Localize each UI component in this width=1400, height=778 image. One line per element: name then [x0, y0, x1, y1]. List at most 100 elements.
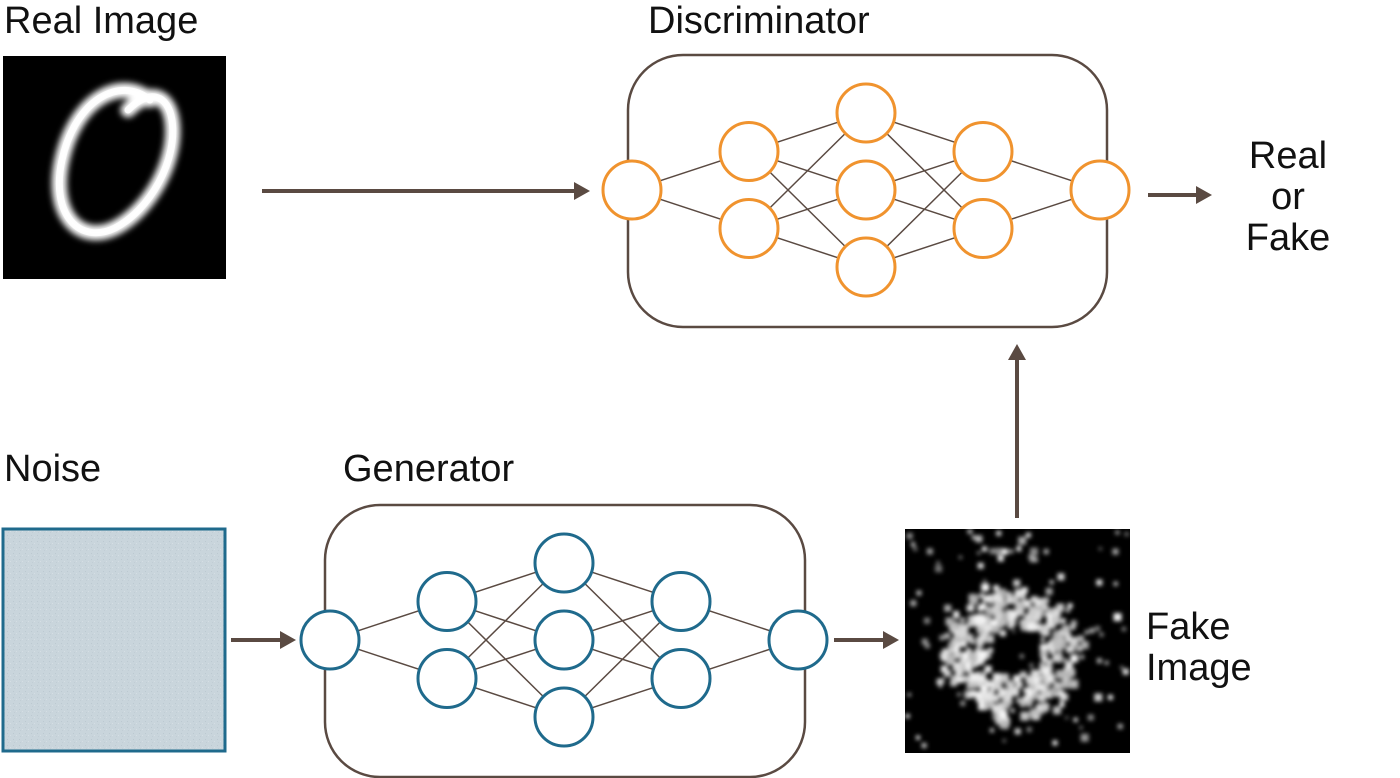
arrow-noise-to-generator	[231, 631, 296, 649]
fake-image-speckle	[1002, 739, 1006, 743]
fake-image-speckle	[1044, 666, 1050, 672]
fake-image-speckle	[1051, 687, 1056, 692]
fake-image-speckle	[1052, 630, 1059, 637]
fake-image-speckle	[1051, 615, 1061, 625]
fake-image-speckle	[1066, 646, 1073, 653]
fake-image-speckle	[1053, 682, 1062, 691]
fake-image-speckle	[1045, 587, 1053, 595]
fake-image-speckle	[1070, 654, 1079, 663]
fake-image-speckle	[999, 630, 1006, 637]
fake-image-speckle	[1033, 558, 1038, 563]
fake-image-speckle	[977, 551, 981, 555]
fake-image-speckle	[941, 654, 949, 662]
fake-image-speckle	[938, 684, 942, 688]
fake-image-speckle	[942, 648, 951, 657]
fake-image-speckle	[999, 618, 1007, 626]
fake-image-speckle	[985, 679, 990, 684]
fake-image-speckle	[967, 604, 975, 612]
fake-image-speckle	[1026, 622, 1036, 632]
fake-image-speckle	[939, 635, 945, 641]
fake-image-speckle	[1122, 668, 1129, 675]
fake-image-speckle	[1096, 579, 1103, 586]
fake-image-speckle	[1015, 680, 1023, 688]
fake-image-speckle	[1107, 694, 1113, 700]
fake-image-speckle	[1098, 547, 1102, 551]
fake-image-speckle	[1044, 605, 1049, 610]
generator-edge	[584, 621, 661, 698]
fake-image-speckle	[1034, 601, 1039, 606]
fake-image-speckle	[951, 644, 960, 653]
fake-image-speckle	[985, 635, 994, 644]
discriminator-node-l2-n1	[835, 159, 897, 221]
fake-image-speckle	[980, 690, 989, 699]
fake-image-speckle	[1022, 688, 1027, 693]
fake-image-speckle	[1025, 691, 1033, 699]
output-label-or: or	[1271, 176, 1305, 218]
fake-image-speckle	[965, 633, 974, 642]
zero-stroke-core	[55, 86, 177, 237]
generator-edge	[474, 571, 537, 594]
fake-image-speckle	[1002, 695, 1009, 702]
fake-image-speckle	[1084, 630, 1089, 635]
fake-image-speckle	[977, 692, 983, 698]
fake-image-speckle	[1029, 684, 1033, 688]
fake-image-speckle	[946, 655, 955, 664]
fake-image-speckle	[995, 547, 1003, 555]
fake-image-speckle	[1096, 658, 1102, 664]
fake-image-speckle	[982, 546, 988, 552]
fake-image-speckle	[1065, 637, 1070, 642]
fake-image-speckle	[992, 714, 999, 721]
fake-image-speckle	[1055, 669, 1065, 679]
fake-image-speckle	[993, 585, 1000, 592]
generator-node-l0-n0	[299, 609, 361, 671]
fake-image-speckle	[967, 651, 976, 660]
fake-image-speckle	[1016, 546, 1022, 552]
fake-image-speckle	[966, 647, 972, 653]
fake-image-speckle	[949, 645, 956, 652]
fake-image-speckle	[1080, 733, 1089, 742]
fake-image-speckle	[1025, 696, 1033, 704]
fake-image-speckle	[994, 607, 1003, 616]
fake-image-speckle	[1039, 644, 1047, 652]
fake-image-speckle	[979, 603, 986, 610]
fake-image-speckle	[1054, 681, 1060, 687]
fake-image-speckle	[1020, 711, 1030, 721]
fake-image-speckle	[1120, 665, 1124, 669]
fake-image-speckle	[977, 651, 987, 661]
fake-image-speckle	[907, 693, 911, 697]
fake-image-speckle	[1067, 603, 1073, 609]
discriminator-node-l3-n0	[952, 121, 1014, 182]
generator-node-l2-n0	[533, 532, 595, 594]
real-image-label: Real Image	[4, 0, 199, 42]
fake-image-speckle	[999, 710, 1008, 719]
generator-edge	[708, 648, 771, 671]
fake-image-speckle	[1039, 683, 1047, 691]
fake-image-speckle	[1066, 608, 1071, 613]
fake-image-speckle	[958, 555, 962, 559]
fake-image-speckle	[979, 629, 985, 635]
discriminator-edge	[769, 132, 846, 209]
generator-node-l4-n0	[767, 609, 829, 671]
fake-image-speckle	[955, 651, 962, 658]
fake-image-speckle	[960, 700, 966, 706]
fake-image-speckle	[973, 614, 983, 624]
fake-image-speckle	[1052, 607, 1061, 616]
generator-edge	[357, 648, 420, 671]
fake-image-speckle	[1059, 702, 1065, 708]
fake-image-speckle	[1094, 693, 1103, 702]
fake-image-speckle	[1044, 611, 1050, 617]
fake-image-speckle	[1065, 716, 1069, 720]
generator-node-l2-n1	[533, 609, 595, 671]
fake-image-speckle	[964, 690, 973, 699]
fake-image-speckle	[953, 611, 960, 618]
fake-image-speckle	[1040, 668, 1049, 677]
fake-image-speckle	[947, 642, 954, 649]
fake-image-speckle	[1057, 573, 1065, 581]
fake-image-speckle	[935, 565, 943, 573]
fake-image-speckle	[1053, 636, 1062, 645]
fake-image-speckle	[1060, 693, 1068, 701]
fake-image-speckle	[1005, 597, 1013, 605]
fake-image-speckle	[1040, 637, 1045, 642]
fake-image-speckle	[1040, 688, 1048, 696]
fake-image-speckle	[960, 617, 966, 623]
